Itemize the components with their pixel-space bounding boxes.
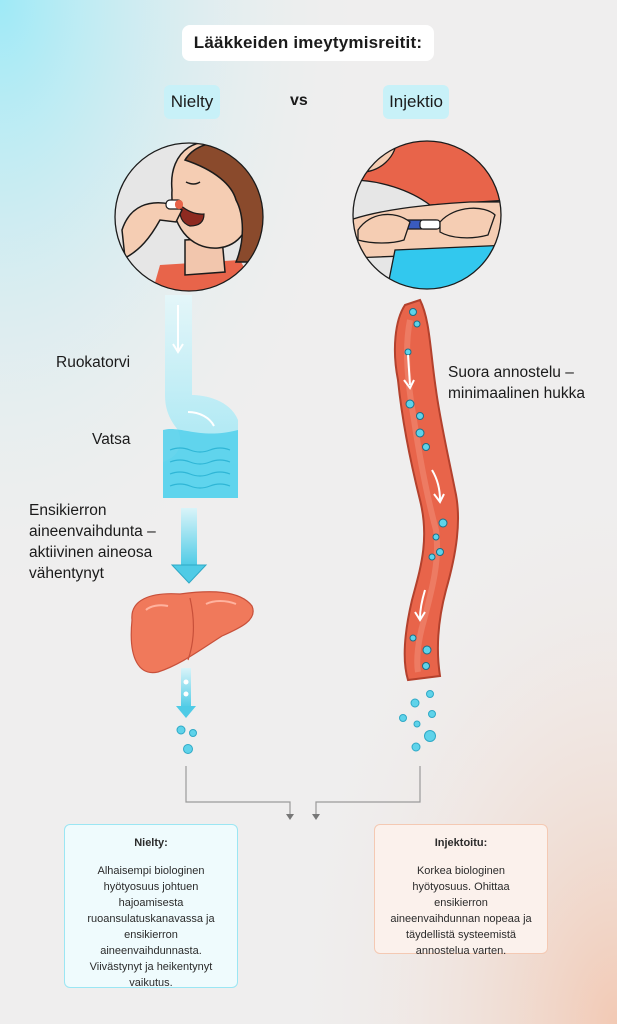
- small-down-arrow-icon: [176, 668, 196, 718]
- page-title: Lääkkeiden imeytymisreitit:: [182, 25, 434, 61]
- label-vatsa: Vatsa: [92, 431, 131, 448]
- summary-box-nielty: Nielty: Alhaisempi biologinen hyötyosuus…: [64, 824, 238, 989]
- connector-arrow-right-icon: [312, 814, 320, 820]
- injection-pen-illustration: [353, 141, 501, 289]
- label-ruokatorvi: Ruokatorvi: [56, 354, 131, 371]
- stomach-illustration: [163, 295, 238, 498]
- tag-injektio: Injektio: [383, 85, 449, 119]
- label-ensikierron: Ensikierron aineenvaihdunta – aktiivinen…: [29, 502, 156, 582]
- tag-nielty: Nielty: [164, 85, 220, 119]
- label-suora-annostelu: Suora annostelu – minimaalinen hukka: [448, 364, 585, 402]
- summary-box-injektoitu: Injektoitu: Korkea biologinen hyötyosuus…: [374, 824, 548, 957]
- vs-label: vs: [290, 92, 308, 109]
- drug-particles-left: [176, 725, 197, 754]
- swallow-person-illustration: [115, 143, 263, 291]
- drug-particles-right: [399, 690, 436, 752]
- summary-text-injektoitu: Korkea biologinen hyötyosuus. Ohittaa en…: [390, 865, 532, 957]
- summary-text-nielty: Alhaisempi biologinen hyötyosuus johtuen…: [87, 865, 215, 989]
- summary-title-nielty: Nielty:: [134, 837, 168, 849]
- down-arrow-icon: [170, 508, 208, 584]
- liver-illustration: [130, 591, 254, 674]
- blood-vessel-illustration: [393, 298, 460, 682]
- connector-lines: [185, 766, 421, 814]
- connector-arrow-left-icon: [286, 814, 294, 820]
- summary-title-injektoitu: Injektoitu:: [434, 837, 488, 849]
